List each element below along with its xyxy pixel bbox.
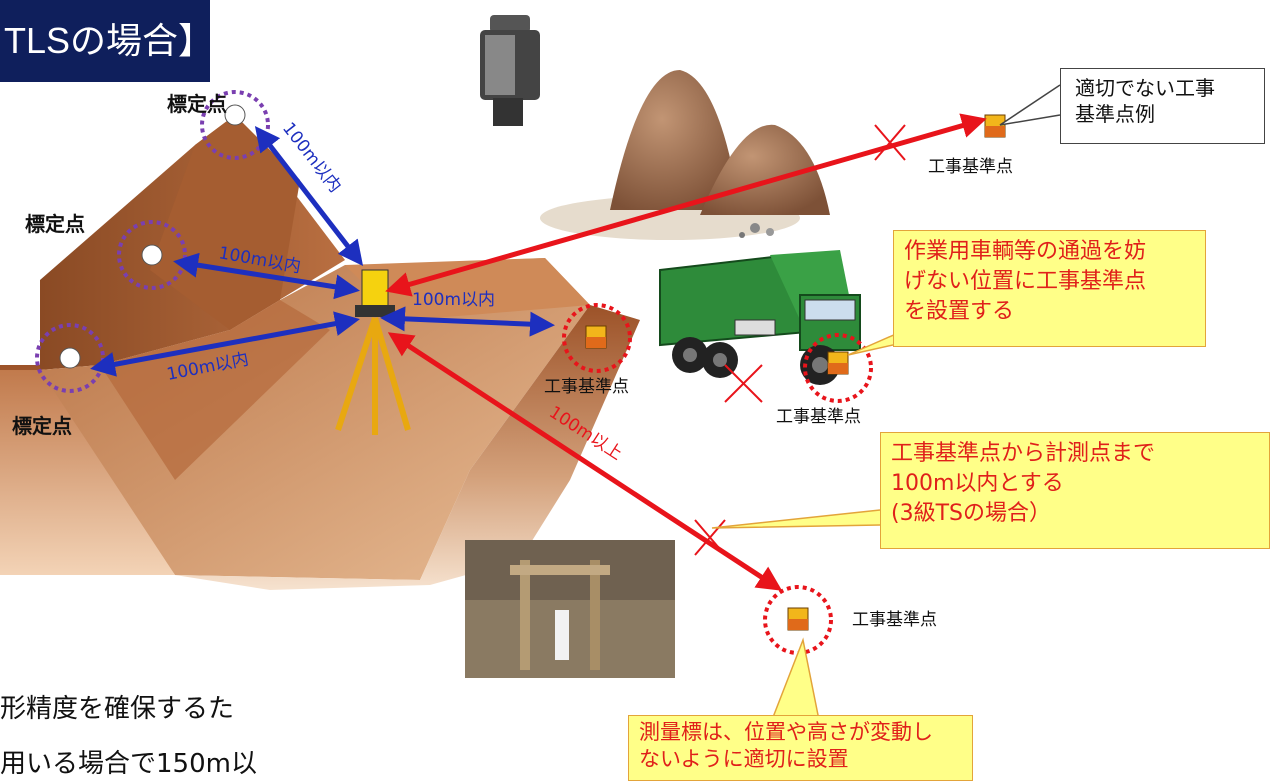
red-distance-arrows [385,113,987,591]
benchmark-label-far: 工事基準点 [928,157,1013,177]
blue-distance-arrows [90,126,555,377]
control-point-label-low: 標定点 [12,414,72,438]
benchmark-label-slope: 工事基準点 [544,377,629,397]
callout-survey-marker: 測量標は、位置や高さが変動し ないように適切に設置 [628,715,973,781]
survey-marker-photo [465,540,675,678]
control-point-label-mid: 標定点 [25,212,85,236]
terrain-slope [0,115,640,590]
body-text-line-1: 形精度を確保するた [0,694,235,724]
callout-distance-rule: 工事基準点から計測点まで 100m以内とする (3級TSの場合） [880,432,1270,549]
benchmark-label-truck: 工事基準点 [776,407,861,427]
body-text-line-2: 用いる場合で150m以 [0,749,257,779]
distance-label-right: 100m以内 [412,290,495,310]
control-point-label-top: 標定点 [167,92,227,116]
page-title: TLSの場合】 [0,0,210,82]
callout-vehicle-clearance: 作業用車輌等の通過を妨 げない位置に工事基準点 を設置する [893,230,1206,347]
cross-marks [694,124,906,556]
soil-mounds [540,70,830,240]
callout-inappropriate: 適切でない工事 基準点例 [1060,68,1265,144]
tls-scanner-icon [480,15,540,126]
benchmark-label-bottom: 工事基準点 [852,610,937,630]
